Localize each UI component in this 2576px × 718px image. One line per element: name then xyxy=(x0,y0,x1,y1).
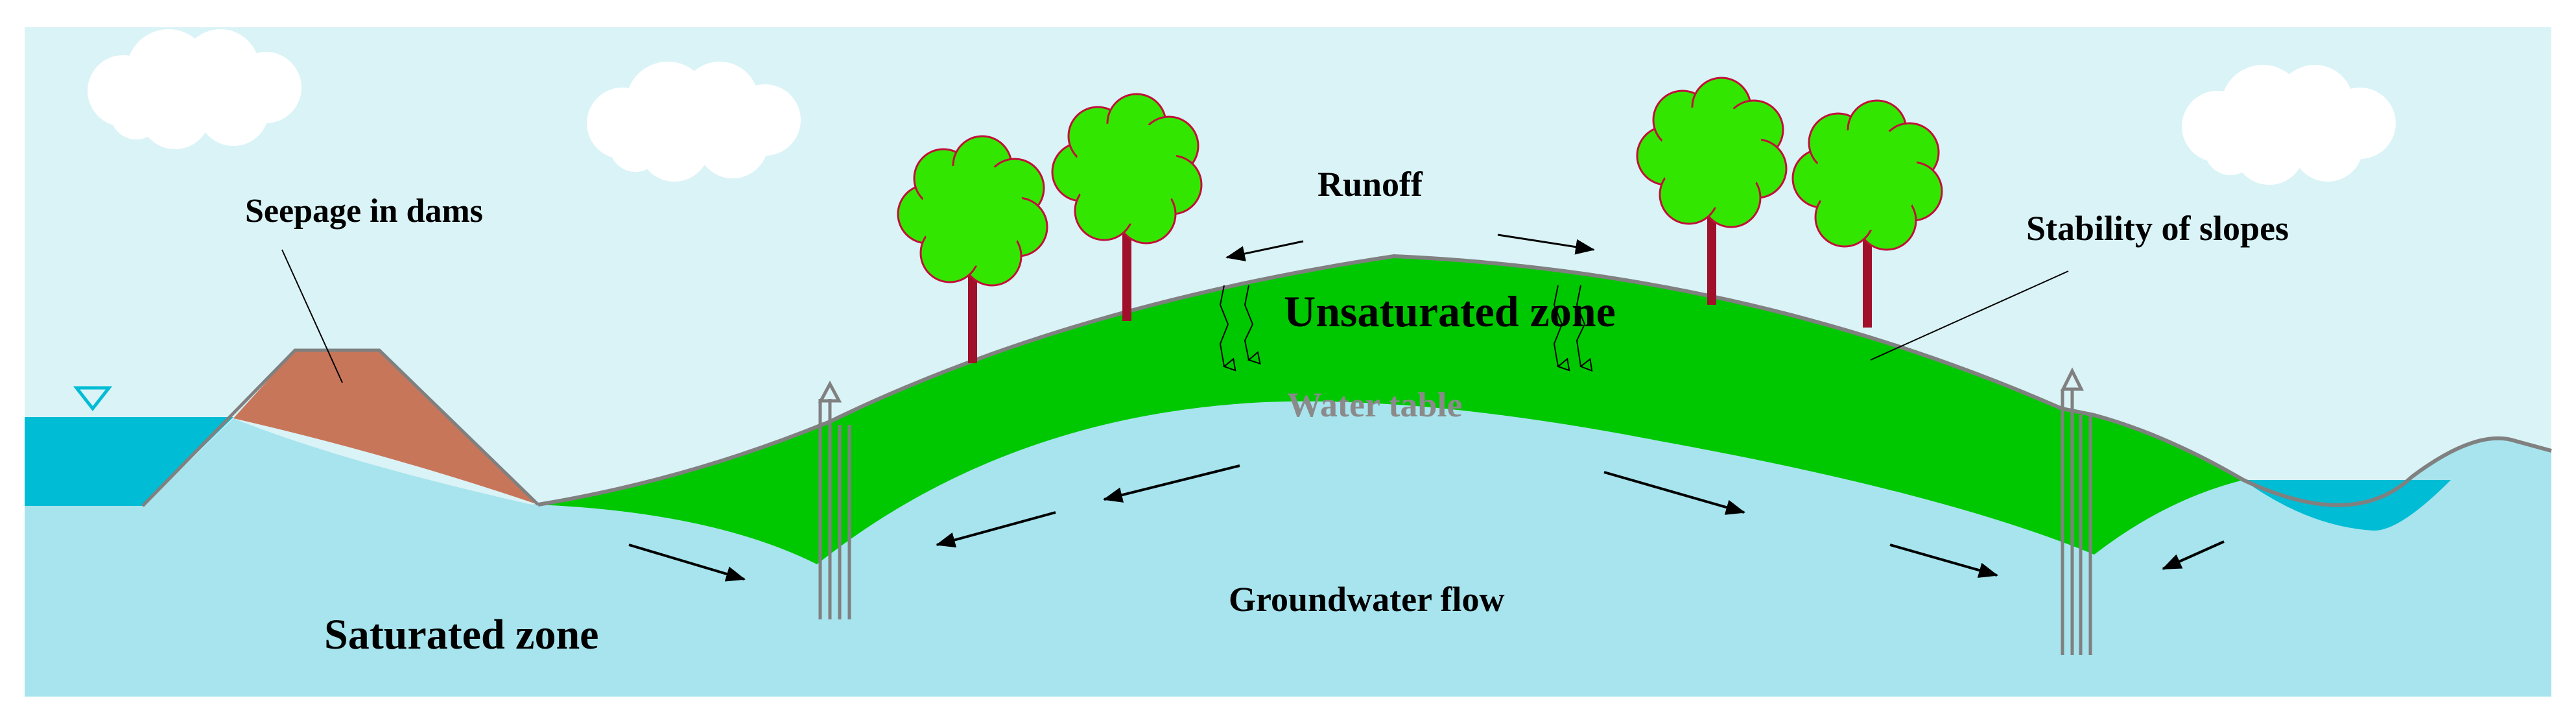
flow-arrow-icon xyxy=(936,511,1056,548)
stability-label: Stability of slopes xyxy=(2026,209,2289,248)
well-pipe-icon xyxy=(818,380,851,619)
seepage-label: Seepage in dams xyxy=(245,193,483,230)
flow-arrow-icon xyxy=(1889,544,1998,578)
stability-leader-line xyxy=(1870,270,2069,361)
dam-body xyxy=(233,350,538,505)
runoff-label: Runoff xyxy=(1318,165,1423,204)
flow-arrow-icon xyxy=(1103,464,1240,503)
well-pipe-icon xyxy=(2060,367,2092,655)
groundwater-flow-label: Groundwater flow xyxy=(1229,580,1505,619)
water-level-marker-icon xyxy=(73,386,113,412)
seepage-leader-line xyxy=(281,249,343,383)
reservoir-water xyxy=(25,417,233,506)
saturated-zone-label: Saturated zone xyxy=(324,611,598,658)
infiltration-arrow-icon xyxy=(1219,285,1585,366)
flow-arrow-icon xyxy=(1603,471,1745,515)
water-table-label: Water table xyxy=(1287,385,1462,424)
flow-arrow-icon xyxy=(2162,540,2225,570)
dam-outline xyxy=(141,348,539,507)
unsaturated-zone-label: Unsaturated zone xyxy=(1284,287,1616,336)
flow-arrow-icon xyxy=(1497,233,1595,255)
unsaturated-zone xyxy=(538,256,2243,564)
flow-arrow-icon xyxy=(1225,240,1304,261)
flow-arrow-icon xyxy=(628,544,746,582)
